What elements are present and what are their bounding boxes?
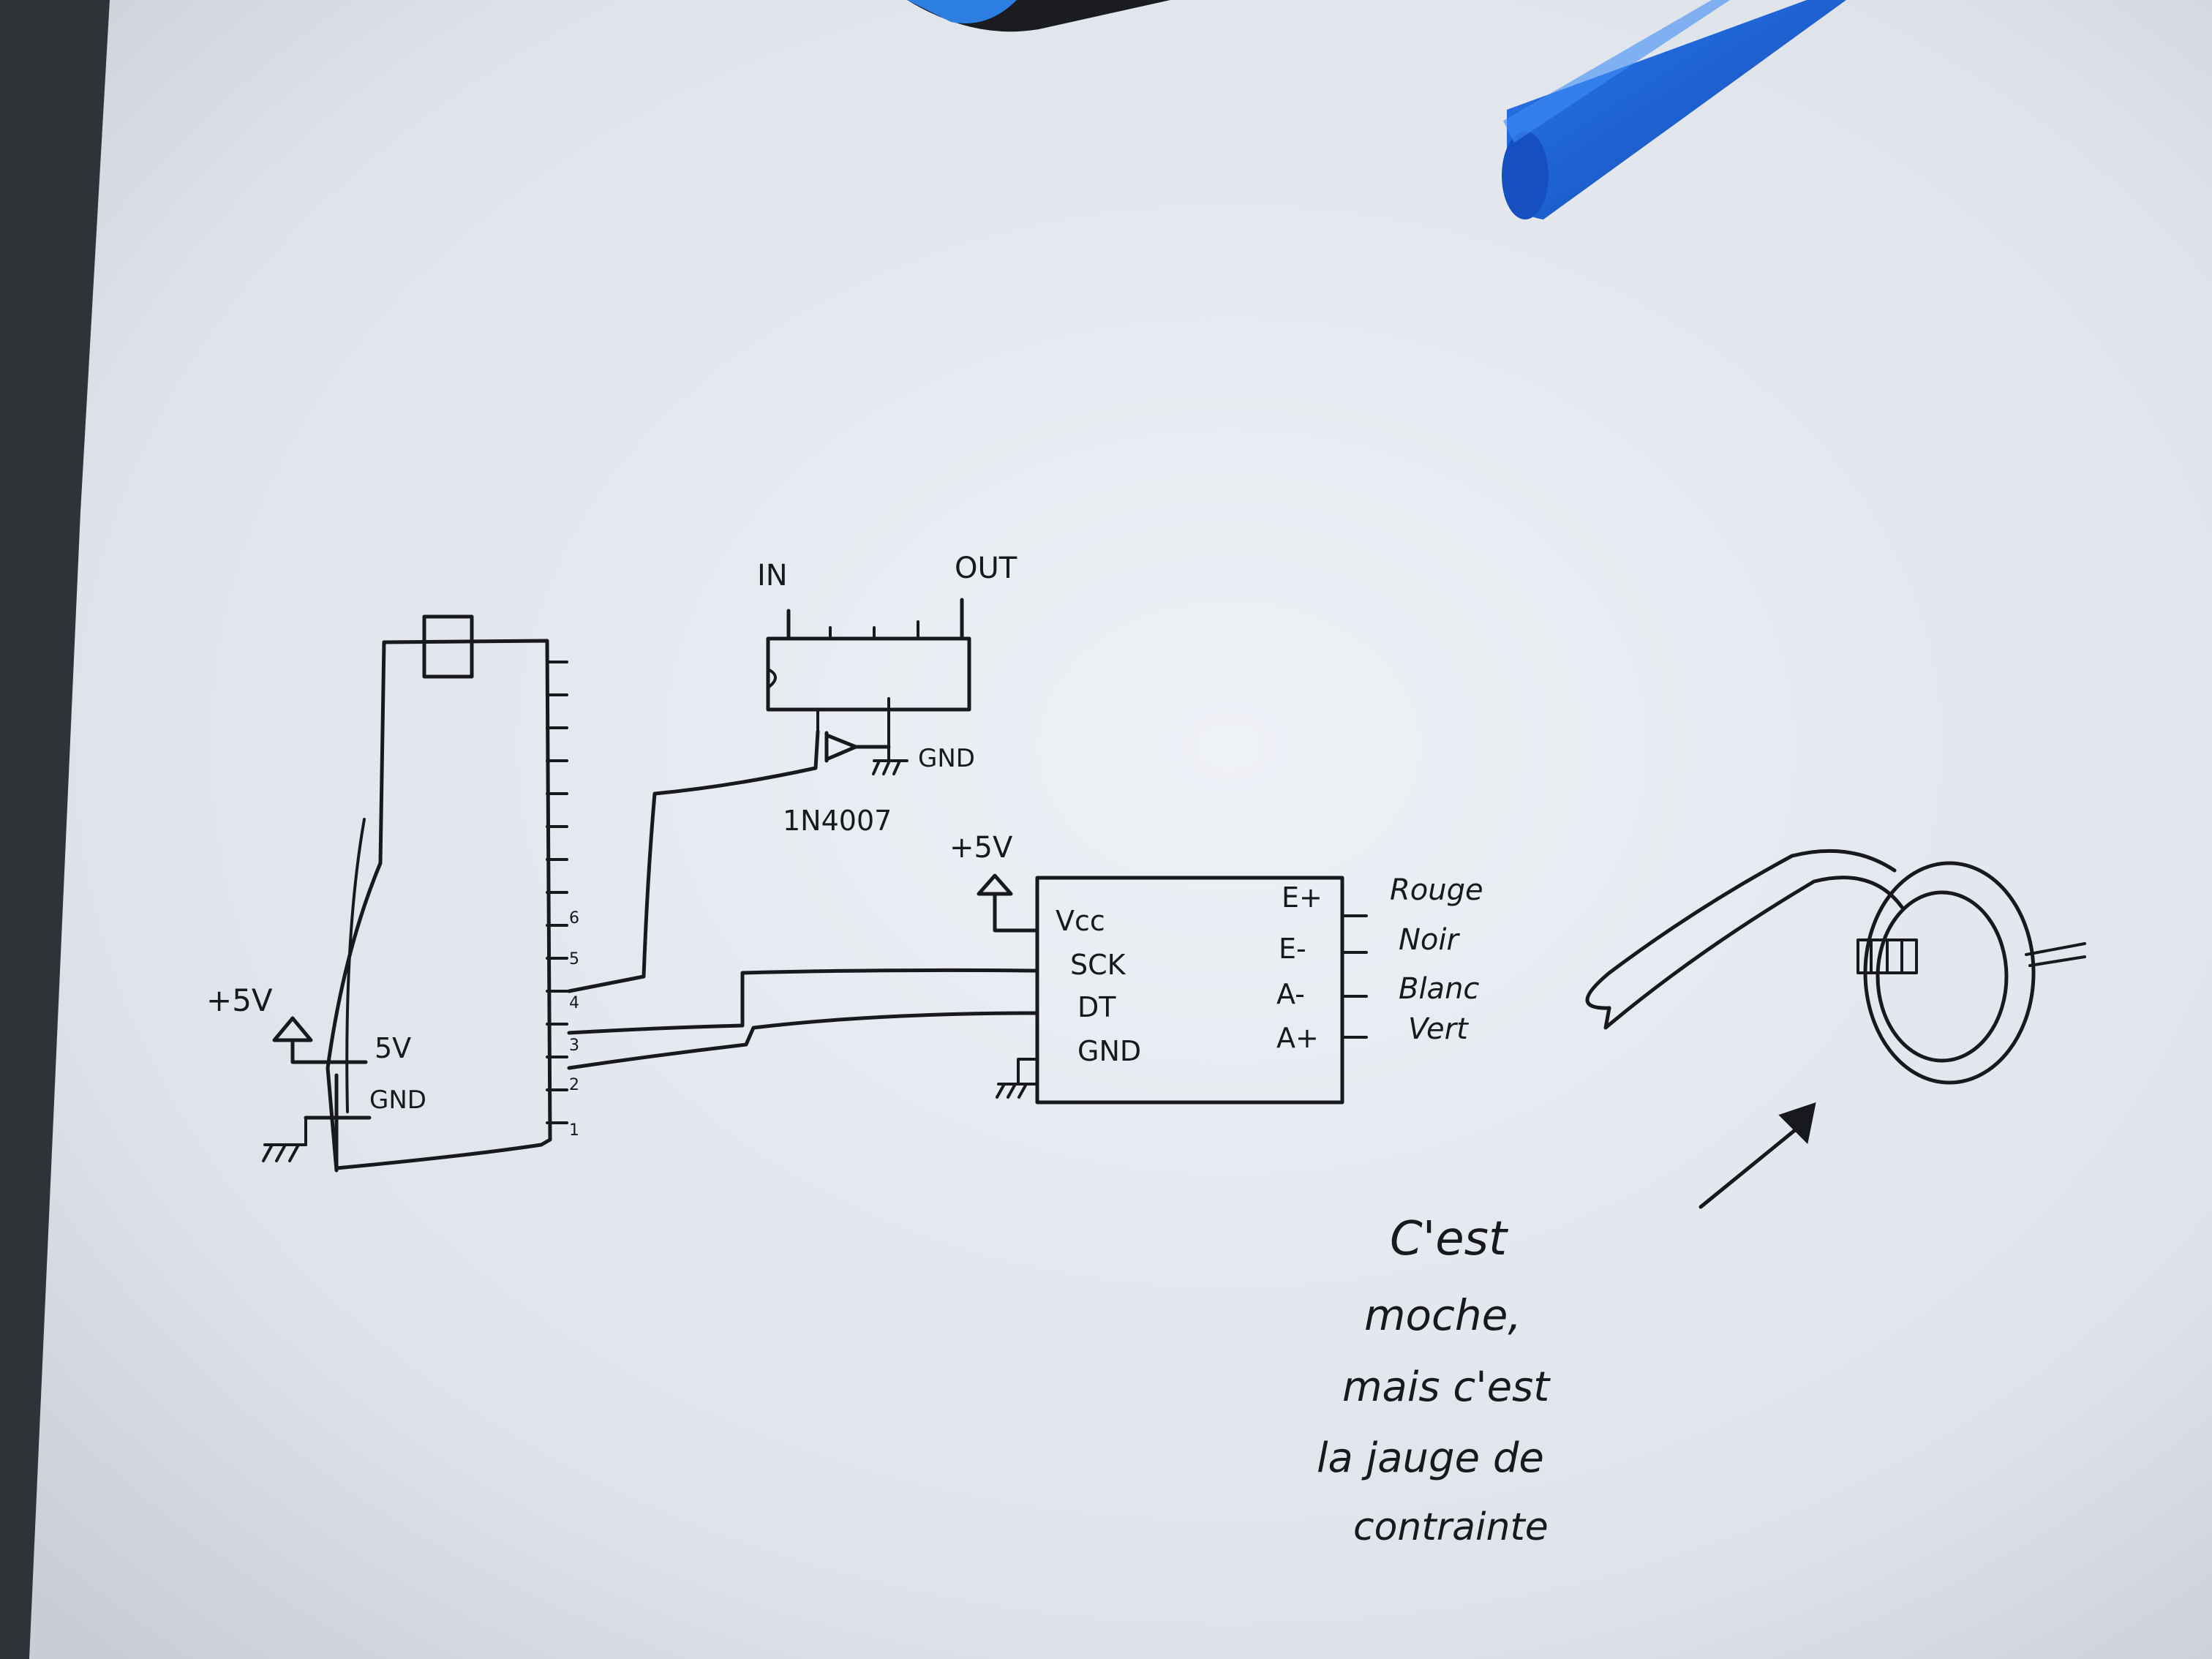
hx711-pin-sck: SCK [1070, 949, 1126, 981]
arduino-pin-gnd-label: GND [369, 1086, 426, 1115]
power-wire [567, 729, 820, 993]
wire-color-noir: Noir [1399, 923, 1461, 957]
note-line: C'est [1390, 1212, 1509, 1266]
arrow-icon [1698, 1102, 1816, 1209]
arduino-pin-label: 4 [569, 994, 579, 1012]
arduino-board: 6 5 4 3 2 1 [326, 614, 579, 1173]
strain-gauge-sketch [1585, 849, 2086, 1209]
usb-connector [422, 614, 474, 679]
note-line: la jauge de [1317, 1434, 1544, 1482]
hx711-pin-a-minus: A- [1276, 978, 1305, 1010]
hx711-module: +5V Vcc SCK DT GND E+ E- A- A+ Rouge Noi… [949, 831, 1483, 1105]
hx711-ground-icon [996, 1058, 1039, 1099]
handwritten-note: C'est moche, mais c'est la jauge de cont… [1317, 1212, 1551, 1549]
hx711-pin-vcc: Vcc [1056, 905, 1105, 937]
hx711-supply-label: +5V [949, 831, 1013, 865]
regulator-in-label: IN [757, 559, 788, 592]
diode-icon [824, 731, 891, 763]
arduino-pin-ticks [546, 661, 568, 1124]
arduino-supply: +5V 5V GND [206, 982, 426, 1162]
hx711-pin-gnd: GND [1077, 1035, 1141, 1067]
arduino-pin-5v-label: 5V [375, 1032, 411, 1064]
sck-wire [567, 968, 1039, 1035]
voltage-regulator: IN OUT GND 1N4007 [757, 552, 1017, 837]
note-line: contrainte [1353, 1505, 1549, 1549]
hx711-pin-e-minus: E- [1279, 933, 1306, 965]
arduino-pin-label: 1 [569, 1121, 579, 1140]
ground-symbol-icon [262, 1116, 307, 1162]
blue-pen [907, 0, 1846, 219]
hx711-pin-e-plus: E+ [1282, 881, 1323, 914]
arduino-pin-label: 5 [569, 950, 579, 968]
regulator-ground-icon [872, 759, 908, 775]
regulator-out-label: OUT [955, 552, 1017, 585]
note-line: mais c'est [1342, 1363, 1551, 1411]
arduino-pin-label: 2 [569, 1076, 579, 1094]
wire-color-vert: Vert [1408, 1012, 1469, 1046]
regulator-gnd-label: GND [918, 744, 975, 773]
arduino-pin-label: 3 [569, 1037, 579, 1055]
hx711-pin-dt: DT [1077, 991, 1116, 1023]
hx711-pin-a-plus: A+ [1276, 1022, 1319, 1054]
note-line: moche, [1364, 1290, 1521, 1340]
arduino-pin-label: 6 [569, 909, 579, 928]
diode-label: 1N4007 [783, 805, 892, 837]
dt-wire [567, 1011, 1039, 1070]
wire-color-blanc: Blanc [1399, 972, 1479, 1006]
paper-sheet [29, 0, 2212, 1659]
wire-color-rouge: Rouge [1390, 873, 1483, 907]
arduino-supply-label: +5V [206, 982, 273, 1018]
